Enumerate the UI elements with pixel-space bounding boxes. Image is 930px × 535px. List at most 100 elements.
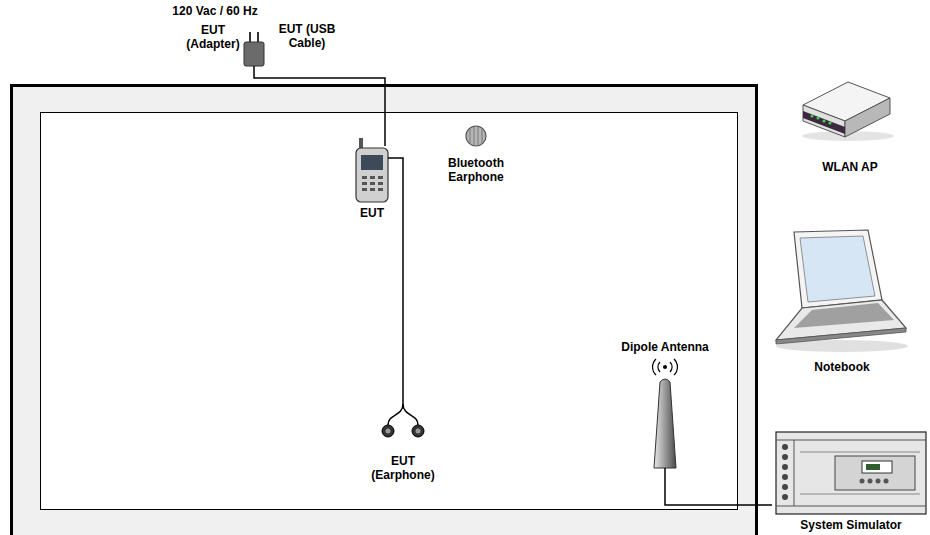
phone-icon-part	[356, 148, 388, 202]
bluetooth-earphone-node: Bluetooth Earphone	[440, 122, 512, 190]
notebook-icon-part	[800, 236, 875, 302]
phone-icon-part	[362, 188, 367, 191]
adapter-icon-part	[257, 32, 259, 42]
system-simulator-icon-part	[866, 464, 880, 470]
adapter-icon-part	[253, 66, 255, 70]
system-simulator-icon-part	[782, 484, 788, 490]
system-simulator-icon-part	[862, 461, 892, 473]
node-label: Dipole Antenna	[610, 340, 720, 354]
earphone-icon-part	[386, 429, 391, 434]
dipole-antenna-icon-part	[653, 359, 656, 375]
dipole-antenna-icon-part	[670, 362, 672, 372]
wlan-ap-icon-part	[803, 111, 845, 134]
adapter-icon-part	[249, 32, 251, 42]
earphone-icon	[382, 392, 424, 437]
bluetooth-earphone-icon-part	[482, 129, 483, 143]
dipole-antenna-icon-part	[674, 359, 677, 375]
phone-icon-part	[378, 182, 383, 185]
bluetooth-earphone-icon-part	[474, 127, 475, 145]
wlan-ap-icon-part	[845, 98, 890, 137]
supply-label: 120 Vac / 60 Hz	[160, 4, 270, 18]
phone-icon-part	[362, 176, 367, 179]
system-simulator-icon-part	[776, 506, 926, 507]
wlan-ap-icon-part	[803, 105, 845, 137]
phone-icon-part	[359, 138, 363, 149]
bluetooth-earphone-icon-part	[466, 126, 486, 146]
system-simulator-icon-part	[776, 432, 926, 514]
system-simulator-icon-part	[794, 440, 795, 506]
dipole-antenna-icon-part	[663, 365, 667, 369]
phone-icon-part	[370, 188, 375, 191]
system-simulator-icon-part	[876, 479, 881, 484]
system-simulator-icon-part	[782, 494, 788, 500]
cable-line	[665, 472, 772, 505]
test-table-part	[12, 86, 757, 535]
node-label: Bluetooth Earphone	[440, 156, 512, 184]
bluetooth-earphone-icon	[466, 126, 486, 146]
node-label: Notebook	[772, 360, 912, 374]
phone-icon-part	[370, 182, 375, 185]
system-simulator-icon-part	[884, 479, 889, 484]
dipole-antenna-icon-part	[658, 362, 660, 372]
adapter-icon-part	[244, 42, 264, 66]
node-label: EUT	[352, 206, 392, 220]
notebook-icon-part	[794, 230, 882, 308]
test-table-part	[41, 113, 738, 510]
system-simulator-icon-part	[782, 444, 788, 450]
system-simulator-icon-part	[782, 454, 788, 460]
notebook-node: Notebook	[772, 228, 912, 376]
node-label: EUT (Earphone)	[365, 454, 441, 482]
earphone-icon-part	[403, 404, 418, 425]
phone-icon	[356, 138, 392, 202]
system-simulator-icon-part	[800, 452, 920, 453]
cable-label: EUT (USB Cable)	[271, 22, 343, 50]
system-simulator-icon-part	[868, 479, 873, 484]
dipole-antenna-icon-part	[664, 468, 666, 472]
dipole-antenna-icon	[653, 359, 678, 472]
system-simulator-icon-part	[776, 440, 926, 441]
wlan-ap-icon-part	[828, 121, 831, 124]
wlan-ap-icon-part	[822, 119, 825, 122]
wlan-ap-icon-part	[810, 114, 813, 117]
cable-line	[254, 70, 385, 146]
phone-node: EUT	[352, 146, 392, 222]
node-label: EUT (Adapter)	[182, 23, 244, 51]
system-simulator-icon-part	[835, 456, 915, 490]
earphone-node: EUT (Earphone)	[358, 392, 448, 484]
phone-icon-part	[370, 176, 375, 179]
phone-icon-part	[378, 176, 383, 179]
phone-icon-part	[388, 157, 392, 159]
test-table	[12, 86, 757, 535]
bluetooth-earphone-icon-part	[478, 127, 479, 145]
bluetooth-earphone-icon-part	[470, 129, 471, 143]
earphone-icon-part	[412, 425, 424, 437]
system-simulator-icon-part	[782, 464, 788, 470]
wlan-ap-icon	[802, 82, 894, 141]
cable-line	[392, 158, 403, 392]
system-simulator-icon-part	[800, 494, 920, 495]
system-simulator-icon-part	[860, 479, 865, 484]
system-simulator-icon-part	[782, 474, 788, 480]
earphone-icon-part	[388, 392, 403, 425]
phone-icon-part	[378, 188, 383, 191]
adapter-node: EUT (Adapter)	[182, 22, 266, 70]
antenna-node: Dipole Antenna	[610, 338, 720, 472]
phone-icon-part	[361, 155, 383, 170]
system-simulator-icon	[776, 432, 926, 514]
notebook-icon	[776, 230, 908, 352]
wlan-ap-node: WLAN AP	[795, 78, 905, 176]
phone-icon-part	[362, 182, 367, 185]
node-label: System Simulator	[772, 518, 930, 532]
notebook-icon-part	[776, 328, 906, 344]
dipole-antenna-icon-part	[654, 379, 676, 468]
earphone-icon-part	[416, 429, 421, 434]
adapter-icon	[244, 32, 264, 70]
notebook-icon-part	[794, 303, 894, 328]
node-label: WLAN AP	[795, 160, 905, 174]
earphone-icon-part	[382, 425, 394, 437]
wlan-ap-icon-part	[816, 116, 819, 119]
